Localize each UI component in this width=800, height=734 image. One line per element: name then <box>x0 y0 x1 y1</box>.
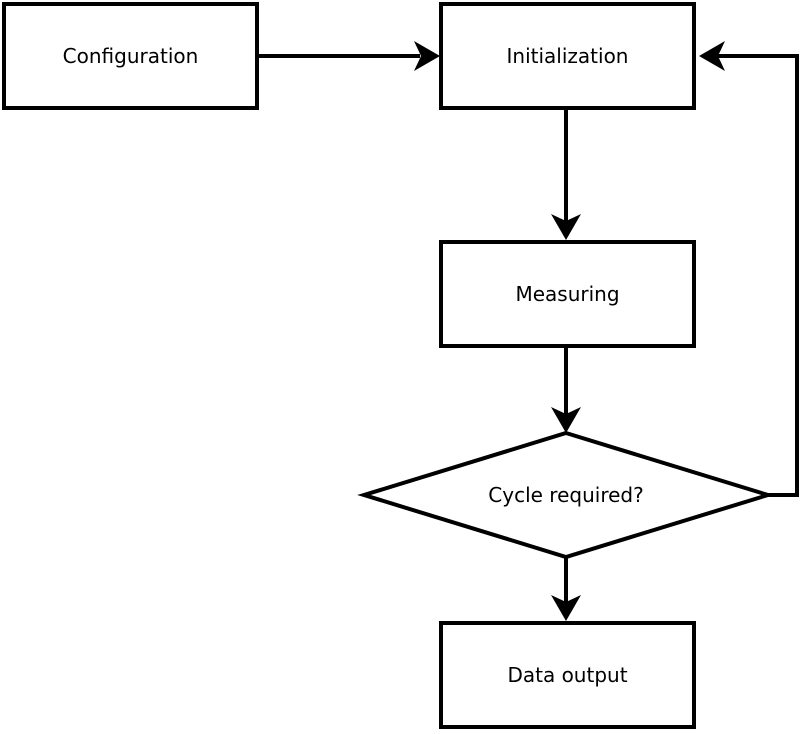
arrowhead-decision-to-data-output <box>551 595 581 621</box>
node-decision-label: Cycle required? <box>488 483 644 507</box>
node-decision-cycle-required: Cycle required? <box>364 433 768 557</box>
node-measuring-label: Measuring <box>515 282 620 306</box>
node-configuration-label: Configuration <box>62 44 199 68</box>
node-data-output: Data output <box>439 621 696 729</box>
arrowhead-configuration-to-initialization <box>414 41 440 71</box>
arrowhead-measuring-to-decision <box>551 407 581 433</box>
decision-diamond-shape <box>357 430 775 560</box>
node-initialization: Initialization <box>439 2 696 110</box>
arrowhead-decision-to-initialization-loop <box>699 41 725 71</box>
arrow-decision-to-initialization-loop <box>718 54 799 497</box>
arrowhead-initialization-to-measuring <box>551 214 581 240</box>
node-initialization-label: Initialization <box>506 44 629 68</box>
node-configuration: Configuration <box>2 2 259 110</box>
node-data-output-label: Data output <box>507 663 628 687</box>
node-measuring: Measuring <box>439 240 696 348</box>
